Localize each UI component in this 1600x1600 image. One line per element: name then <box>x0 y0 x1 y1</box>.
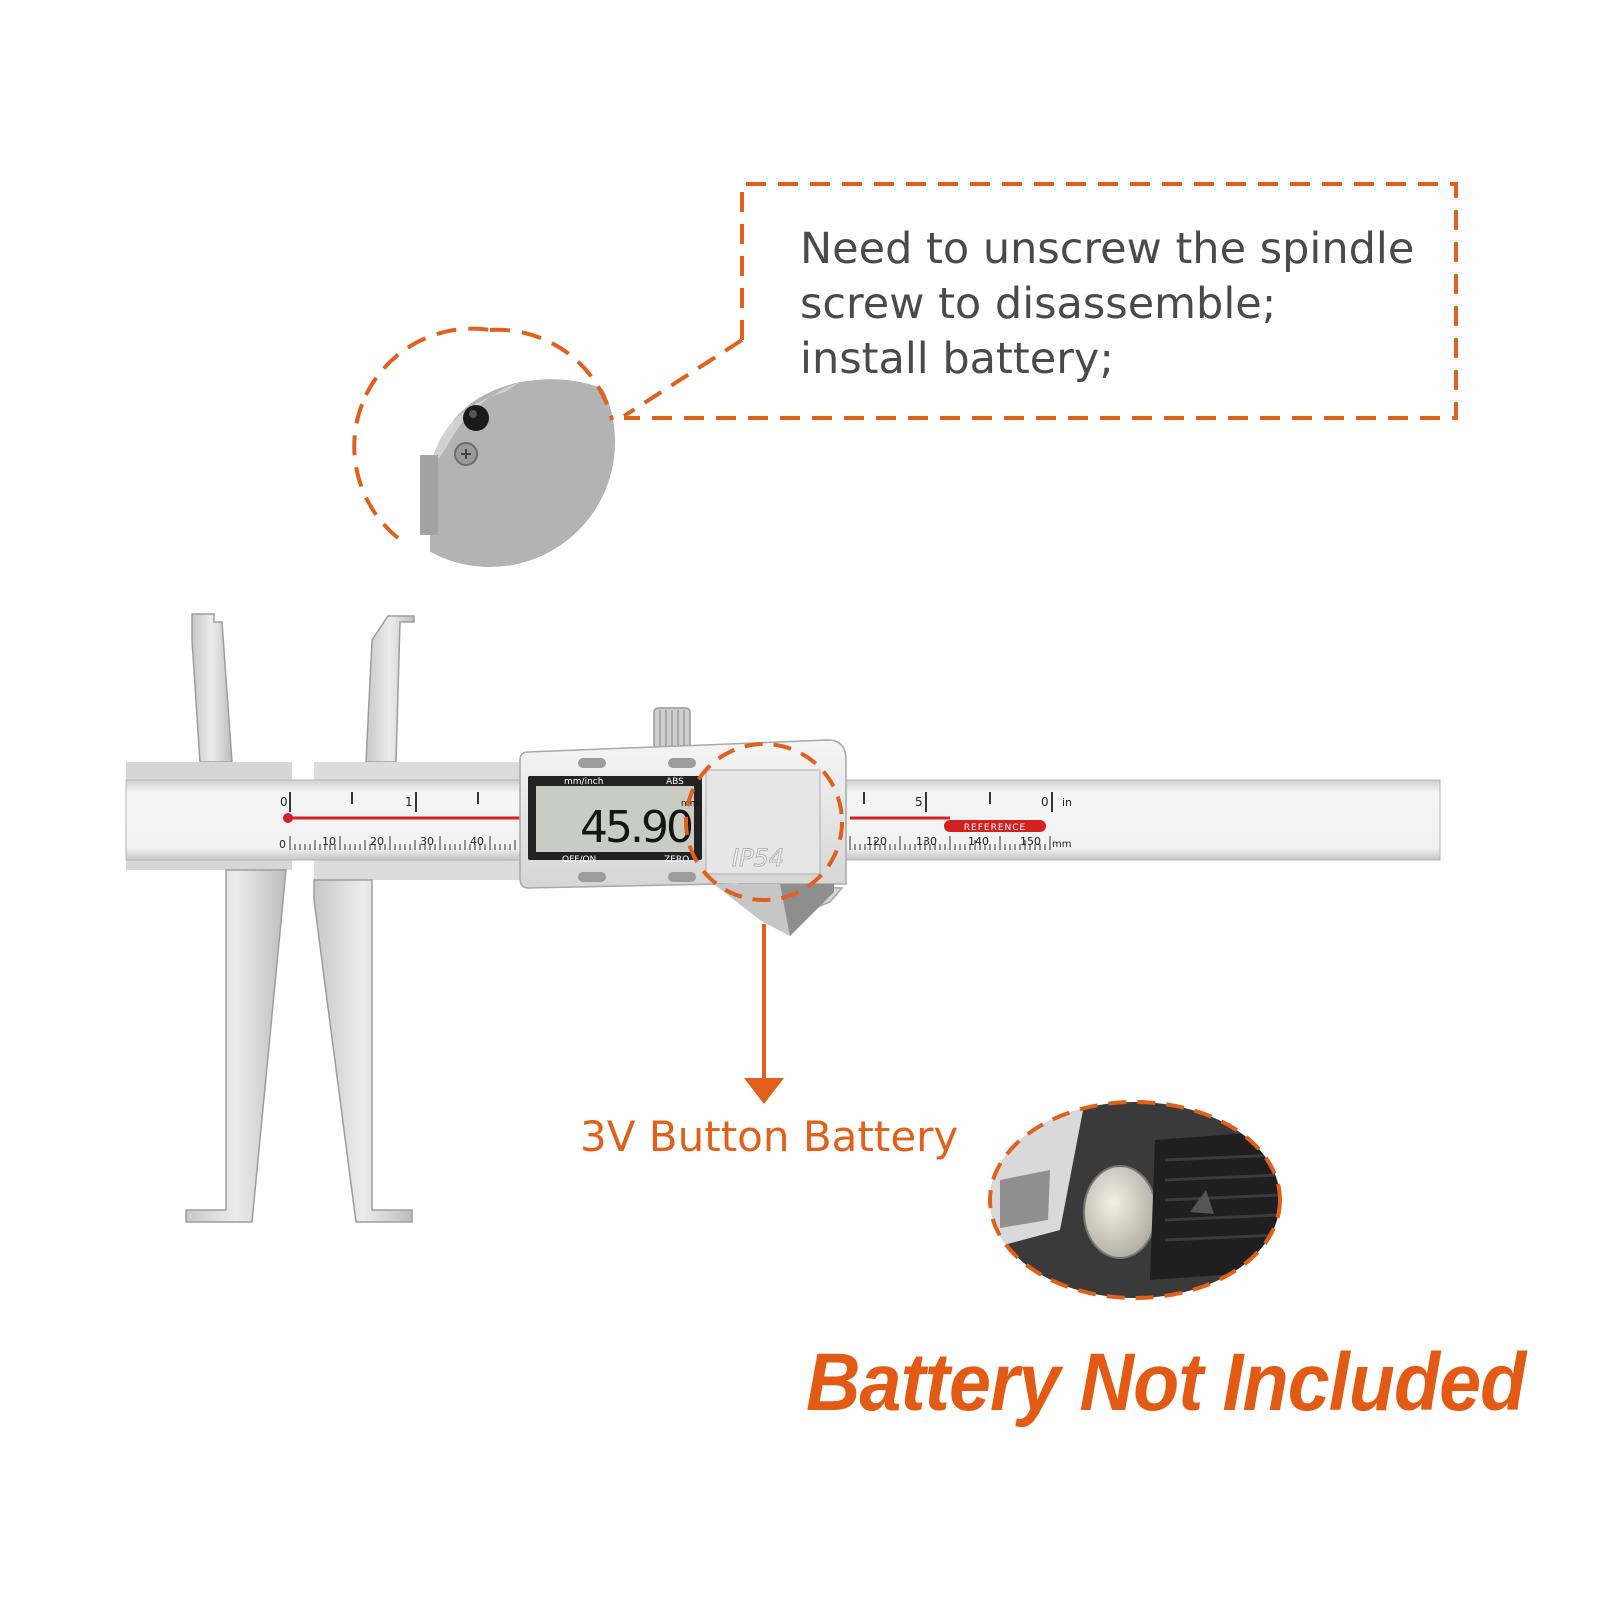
unit-button-label: mm/inch <box>564 777 603 787</box>
zero-button-label: ZERO <box>664 855 689 865</box>
inch-scale-labels: 0 1 5 0 in <box>280 795 1072 809</box>
inch-label: 1 <box>405 795 413 809</box>
body-labels: mm/inch ABS OFF/ON ZERO <box>562 777 689 865</box>
battery-type-label: 3V Button Battery <box>580 1112 959 1161</box>
mm-label: 130 <box>916 835 937 848</box>
fixed-jaw <box>126 613 292 1223</box>
lcd-reading: 45.90 <box>580 802 692 853</box>
mm-label: 10 <box>322 835 336 848</box>
mm-label: 20 <box>370 835 384 848</box>
inch-label: 5 <box>915 795 923 809</box>
mm-label: 120 <box>866 835 887 848</box>
callout-dashed-box <box>622 182 1458 420</box>
reference-tag: REFERENCE <box>944 820 1046 833</box>
mm-scale-right <box>849 836 1051 850</box>
callout-instructions: Need to unscrew the spindle screw to dis… <box>800 222 1420 387</box>
reference-label: REFERENCE <box>964 823 1026 833</box>
mm-label: 30 <box>420 835 434 848</box>
abs-button-label: ABS <box>666 777 684 787</box>
battery-not-included-notice: Battery Not Included <box>806 1337 1526 1428</box>
mm-label: 40 <box>470 835 484 848</box>
mm-label: 150 <box>1020 835 1041 848</box>
mm-scale-left <box>289 836 516 850</box>
inch-scale <box>289 792 1053 812</box>
moving-jaw <box>313 615 520 1223</box>
inch-label: 0 <box>1041 795 1049 809</box>
mm-label: 140 <box>968 835 989 848</box>
mm-scale-labels: 0 10 20 30 40 120 130 140 150 mm <box>279 835 1071 851</box>
spindle-screw-zoom <box>352 317 615 567</box>
battery-pointer <box>684 742 844 1104</box>
inch-label: 0 <box>280 795 288 809</box>
inch-unit: in <box>1062 796 1072 809</box>
ip54-rating: IP54 <box>732 844 784 872</box>
callout-line: screw to disassemble; <box>800 279 1277 329</box>
callout-line: install battery; <box>800 334 1114 384</box>
thumb-wheel <box>653 707 691 749</box>
caliper-digital-body <box>519 739 847 936</box>
mm-unit: mm <box>1052 839 1071 850</box>
power-button-label: OFF/ON <box>562 855 596 865</box>
callout-line: Need to unscrew the spindle <box>800 224 1415 274</box>
mm-label: 0 <box>279 838 286 851</box>
battery-compartment-zoom <box>988 1100 1282 1300</box>
